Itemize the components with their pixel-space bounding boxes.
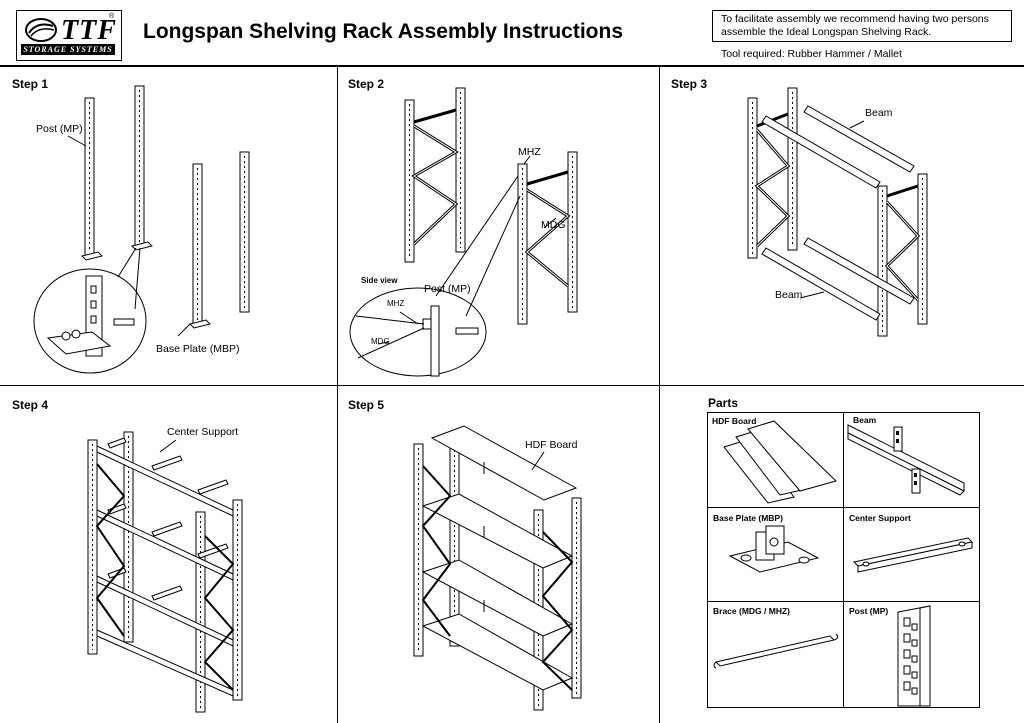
step5-title: Step 5 bbox=[348, 398, 385, 412]
step1-title: Step 1 bbox=[12, 77, 49, 91]
tool-required: Tool required: Rubber Hammer / Mallet bbox=[721, 48, 902, 60]
step2-sv-mdg: MDG bbox=[371, 337, 390, 346]
page-title: Longspan Shelving Rack Assembly Instruct… bbox=[143, 20, 623, 43]
parts-col-divider bbox=[843, 412, 844, 708]
step1-label-post: Post (MP) bbox=[36, 123, 83, 135]
part-label-beam: Beam bbox=[853, 415, 877, 425]
logo-swoosh-icon bbox=[25, 18, 57, 42]
step2-side-view-label: Side view bbox=[361, 276, 398, 285]
logo-wordmark: TTF bbox=[61, 15, 117, 46]
part-hdf-board-drawing bbox=[723, 420, 837, 504]
header-divider bbox=[0, 65, 1024, 67]
assembly-note-line1: To facilitate assembly we recommend havi… bbox=[721, 13, 989, 25]
step2-sv-post: Post (MP) bbox=[424, 283, 471, 295]
step1-diagram bbox=[33, 85, 250, 374]
registered-mark: ® bbox=[109, 13, 115, 20]
step2-sv-mhz: MHZ bbox=[387, 299, 405, 308]
brand-logo: TTF ® STORAGE SYSTEMS bbox=[16, 10, 122, 61]
assembly-note-line2: assemble the Ideal Longspan Shelving Rac… bbox=[721, 26, 932, 38]
step5-label-hdf-board: HDF Board bbox=[525, 439, 578, 451]
part-label-center-support: Center Support bbox=[849, 513, 911, 523]
step3-label-beam-top: Beam bbox=[865, 107, 893, 119]
column-divider-1 bbox=[337, 66, 338, 723]
step3-label-beam-bottom: Beam bbox=[775, 289, 803, 301]
part-label-post: Post (MP) bbox=[849, 606, 889, 616]
step3-diagram bbox=[747, 87, 928, 337]
logo-subtitle: STORAGE SYSTEMS bbox=[21, 44, 115, 55]
part-post-drawing bbox=[897, 605, 931, 707]
row-divider bbox=[0, 385, 1024, 386]
step3-title: Step 3 bbox=[671, 77, 708, 91]
column-divider-2 bbox=[659, 66, 660, 723]
step4-diagram bbox=[87, 431, 243, 713]
step4-label-center-support: Center Support bbox=[167, 426, 239, 438]
step2-title: Step 2 bbox=[348, 77, 385, 91]
step1-label-base-plate: Base Plate (MBP) bbox=[156, 343, 240, 355]
part-base-plate-drawing bbox=[728, 525, 820, 573]
assembly-note: To facilitate assembly we recommend havi… bbox=[712, 10, 1012, 42]
step4-title: Step 4 bbox=[12, 398, 49, 412]
part-beam-drawing bbox=[847, 424, 965, 496]
parts-row-divider-2 bbox=[707, 601, 980, 602]
part-brace-drawing bbox=[713, 633, 839, 669]
step5-diagram bbox=[413, 425, 582, 711]
part-label-base-plate: Base Plate (MBP) bbox=[713, 513, 783, 523]
step2-label-mdg: MDG bbox=[541, 219, 566, 231]
step2-label-mhz: MHZ bbox=[518, 146, 541, 158]
part-label-brace: Brace (MDG / MHZ) bbox=[713, 606, 790, 616]
parts-row-divider-1 bbox=[707, 507, 980, 508]
step2-diagram bbox=[349, 87, 578, 377]
part-label-hdf-board: HDF Board bbox=[712, 416, 757, 426]
parts-title: Parts bbox=[708, 396, 739, 410]
part-center-support-drawing bbox=[852, 537, 974, 573]
